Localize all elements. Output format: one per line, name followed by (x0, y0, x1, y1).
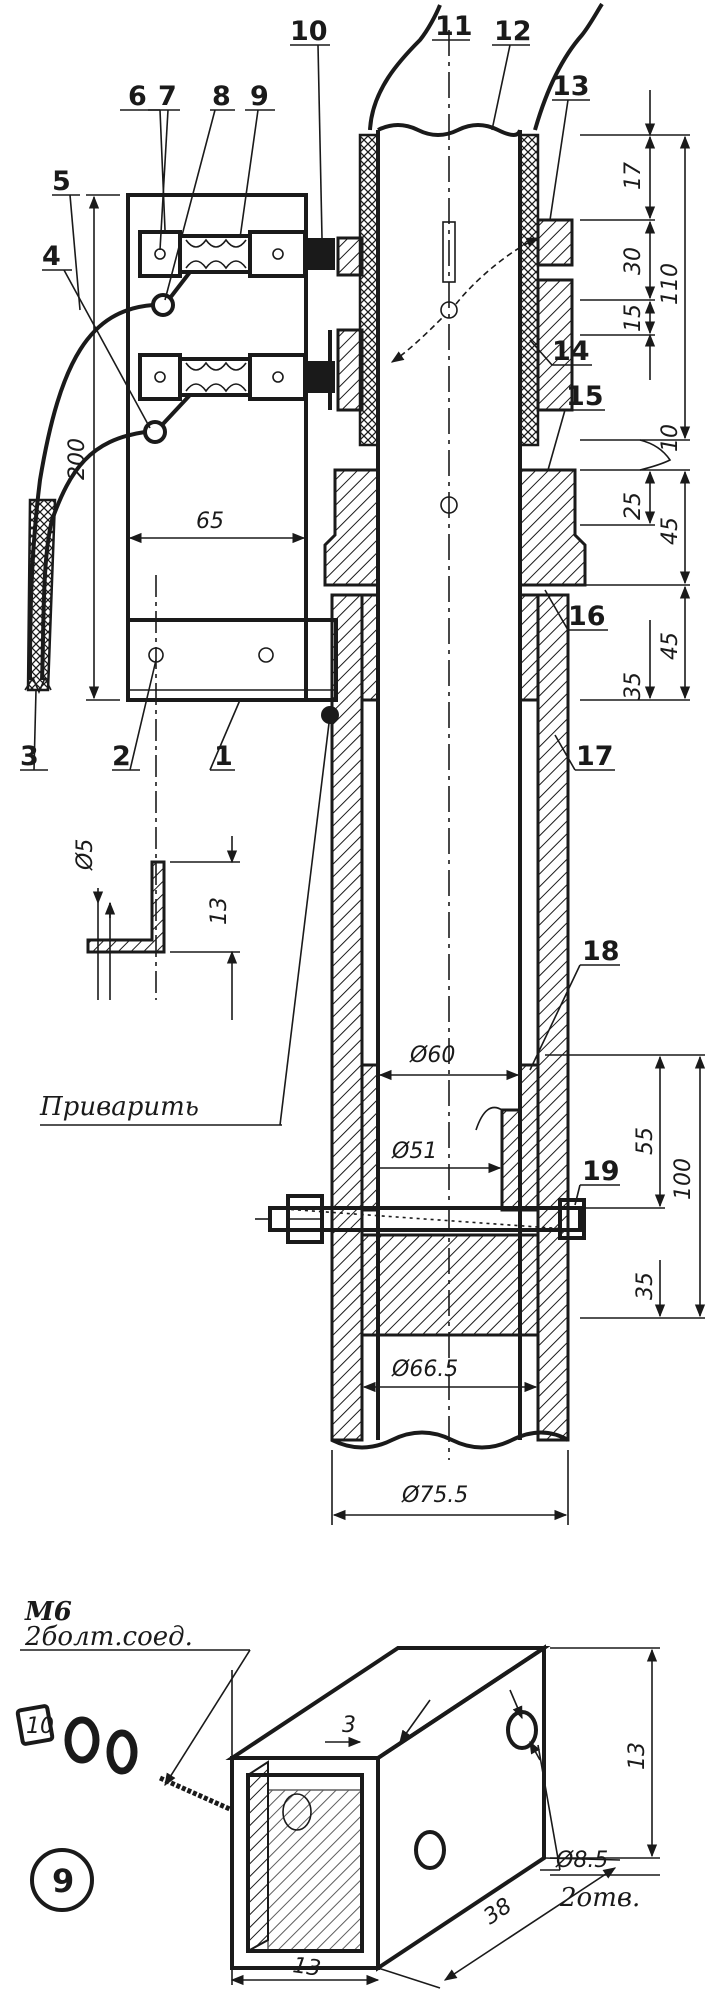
dim-45b-label: 45 (658, 632, 683, 660)
terminal-block-lower (138, 353, 335, 401)
callout-16: 16 (568, 601, 606, 632)
callout-5: 5 (52, 166, 71, 197)
callout-19: 19 (582, 1156, 620, 1187)
callout-10: 10 (290, 16, 328, 47)
callout-15: 15 (566, 381, 604, 412)
callout-2: 2 (112, 741, 131, 772)
callout-7: 7 (158, 81, 177, 112)
dim-110-label: 110 (658, 263, 683, 305)
callout-13: 13 (552, 71, 590, 102)
callout-labels: 6 7 8 9 10 11 12 13 5 4 14 15 16 17 3 2 … (20, 11, 620, 1206)
weld-note-label: Приварить (39, 1092, 199, 1122)
dim-35b-label: 35 (633, 1272, 658, 1300)
terminal-block-upper (138, 230, 335, 278)
dim-d60-label: Ø60 (409, 1043, 455, 1068)
callout-14: 14 (552, 336, 590, 367)
dim-d665-label: Ø66.5 (391, 1357, 458, 1382)
weld-note: Приварить (39, 714, 331, 1126)
dim-13b-label: 13 (625, 1742, 650, 1770)
square-tube-detail: 10 М6 2болт.соед. 3 13 38 13 Ø8.5 2отв (15, 1597, 660, 1989)
callout-18: 18 (582, 936, 620, 967)
tube-diameters: Ø60 Ø51 Ø66.5 Ø75.5 (331, 1043, 569, 1525)
through-bolt (255, 1194, 586, 1244)
dim-d5-label: Ø5 (73, 839, 98, 871)
dim-13a-label: 13 (207, 897, 232, 925)
dim-30-label: 30 (621, 247, 646, 275)
top-wires (368, 2, 604, 131)
dim-65: 65 (128, 509, 306, 544)
mast-tube (321, 30, 587, 1460)
dim-45a-label: 45 (658, 517, 683, 545)
dim-25-label: 25 (621, 492, 646, 520)
bolt-size-label: М6 (24, 1597, 72, 1627)
cable (24, 303, 154, 695)
dim-10-label: 10 (658, 424, 683, 452)
nut-mark: 10 (26, 1714, 54, 1739)
callout-6: 6 (128, 81, 147, 112)
angle-profile: Ø5 13 (73, 836, 240, 1020)
dim-200-label: 200 (65, 438, 90, 480)
dim-13c-label: 13 (291, 1953, 322, 1982)
dim-100-label: 100 (671, 1158, 696, 1200)
dim-55-label: 55 (633, 1127, 658, 1155)
callout-8: 8 (212, 81, 231, 112)
figure-number-label: 9 (52, 1862, 74, 1900)
dim-35a-label: 35 (621, 672, 646, 700)
right-dimensions: 17 30 15 110 10 25 45 45 35 (580, 90, 691, 701)
holes-note-label: 2отв. (559, 1883, 640, 1913)
dim-17-label: 17 (621, 162, 646, 190)
dim-3-label: 3 (342, 1713, 356, 1738)
dim-65-label: 65 (196, 509, 224, 534)
dim-d85-label: Ø8.5 (555, 1848, 608, 1873)
dim-d51-label: Ø51 (391, 1139, 437, 1164)
callout-11: 11 (435, 11, 473, 42)
dim-d755-label: Ø75.5 (401, 1483, 468, 1508)
lower-right-dimensions: 55 100 35 (545, 1054, 706, 1319)
figure-number: 9 (30, 1848, 94, 1912)
dim-15-label: 15 (621, 304, 646, 332)
callout-17: 17 (576, 741, 614, 772)
callout-3: 3 (20, 741, 39, 772)
callout-4: 4 (42, 241, 61, 272)
callout-12: 12 (494, 16, 532, 47)
callout-9: 9 (250, 81, 269, 112)
bolt-note-label: 2болт.соед. (24, 1622, 193, 1652)
callout-1: 1 (214, 741, 233, 772)
dim-200: 200 (65, 194, 120, 701)
